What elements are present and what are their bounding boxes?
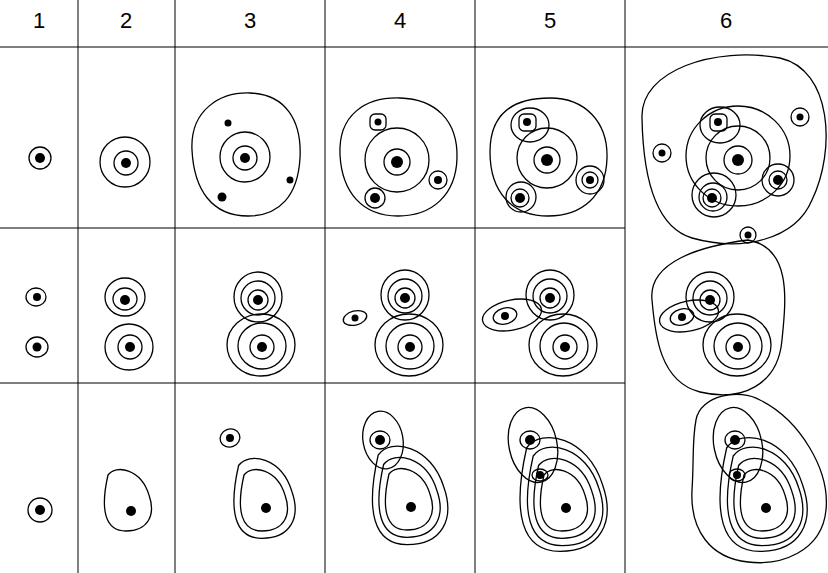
column-header: 3 <box>242 10 258 32</box>
column-header: 6 <box>718 10 734 32</box>
column-number: 4 <box>392 8 408 33</box>
column-number: 3 <box>242 8 258 33</box>
column-header: 1 <box>31 10 47 32</box>
column-number: 6 <box>718 8 734 33</box>
column-header: 4 <box>392 10 408 32</box>
row-two-figures <box>26 240 785 395</box>
column-number: 2 <box>118 8 134 33</box>
column-header: 2 <box>118 10 134 32</box>
row-three-figures <box>28 394 826 562</box>
column-number: 5 <box>542 8 558 33</box>
row-one-figures <box>29 55 826 244</box>
column-number: 1 <box>31 8 47 33</box>
column-header: 5 <box>542 10 558 32</box>
